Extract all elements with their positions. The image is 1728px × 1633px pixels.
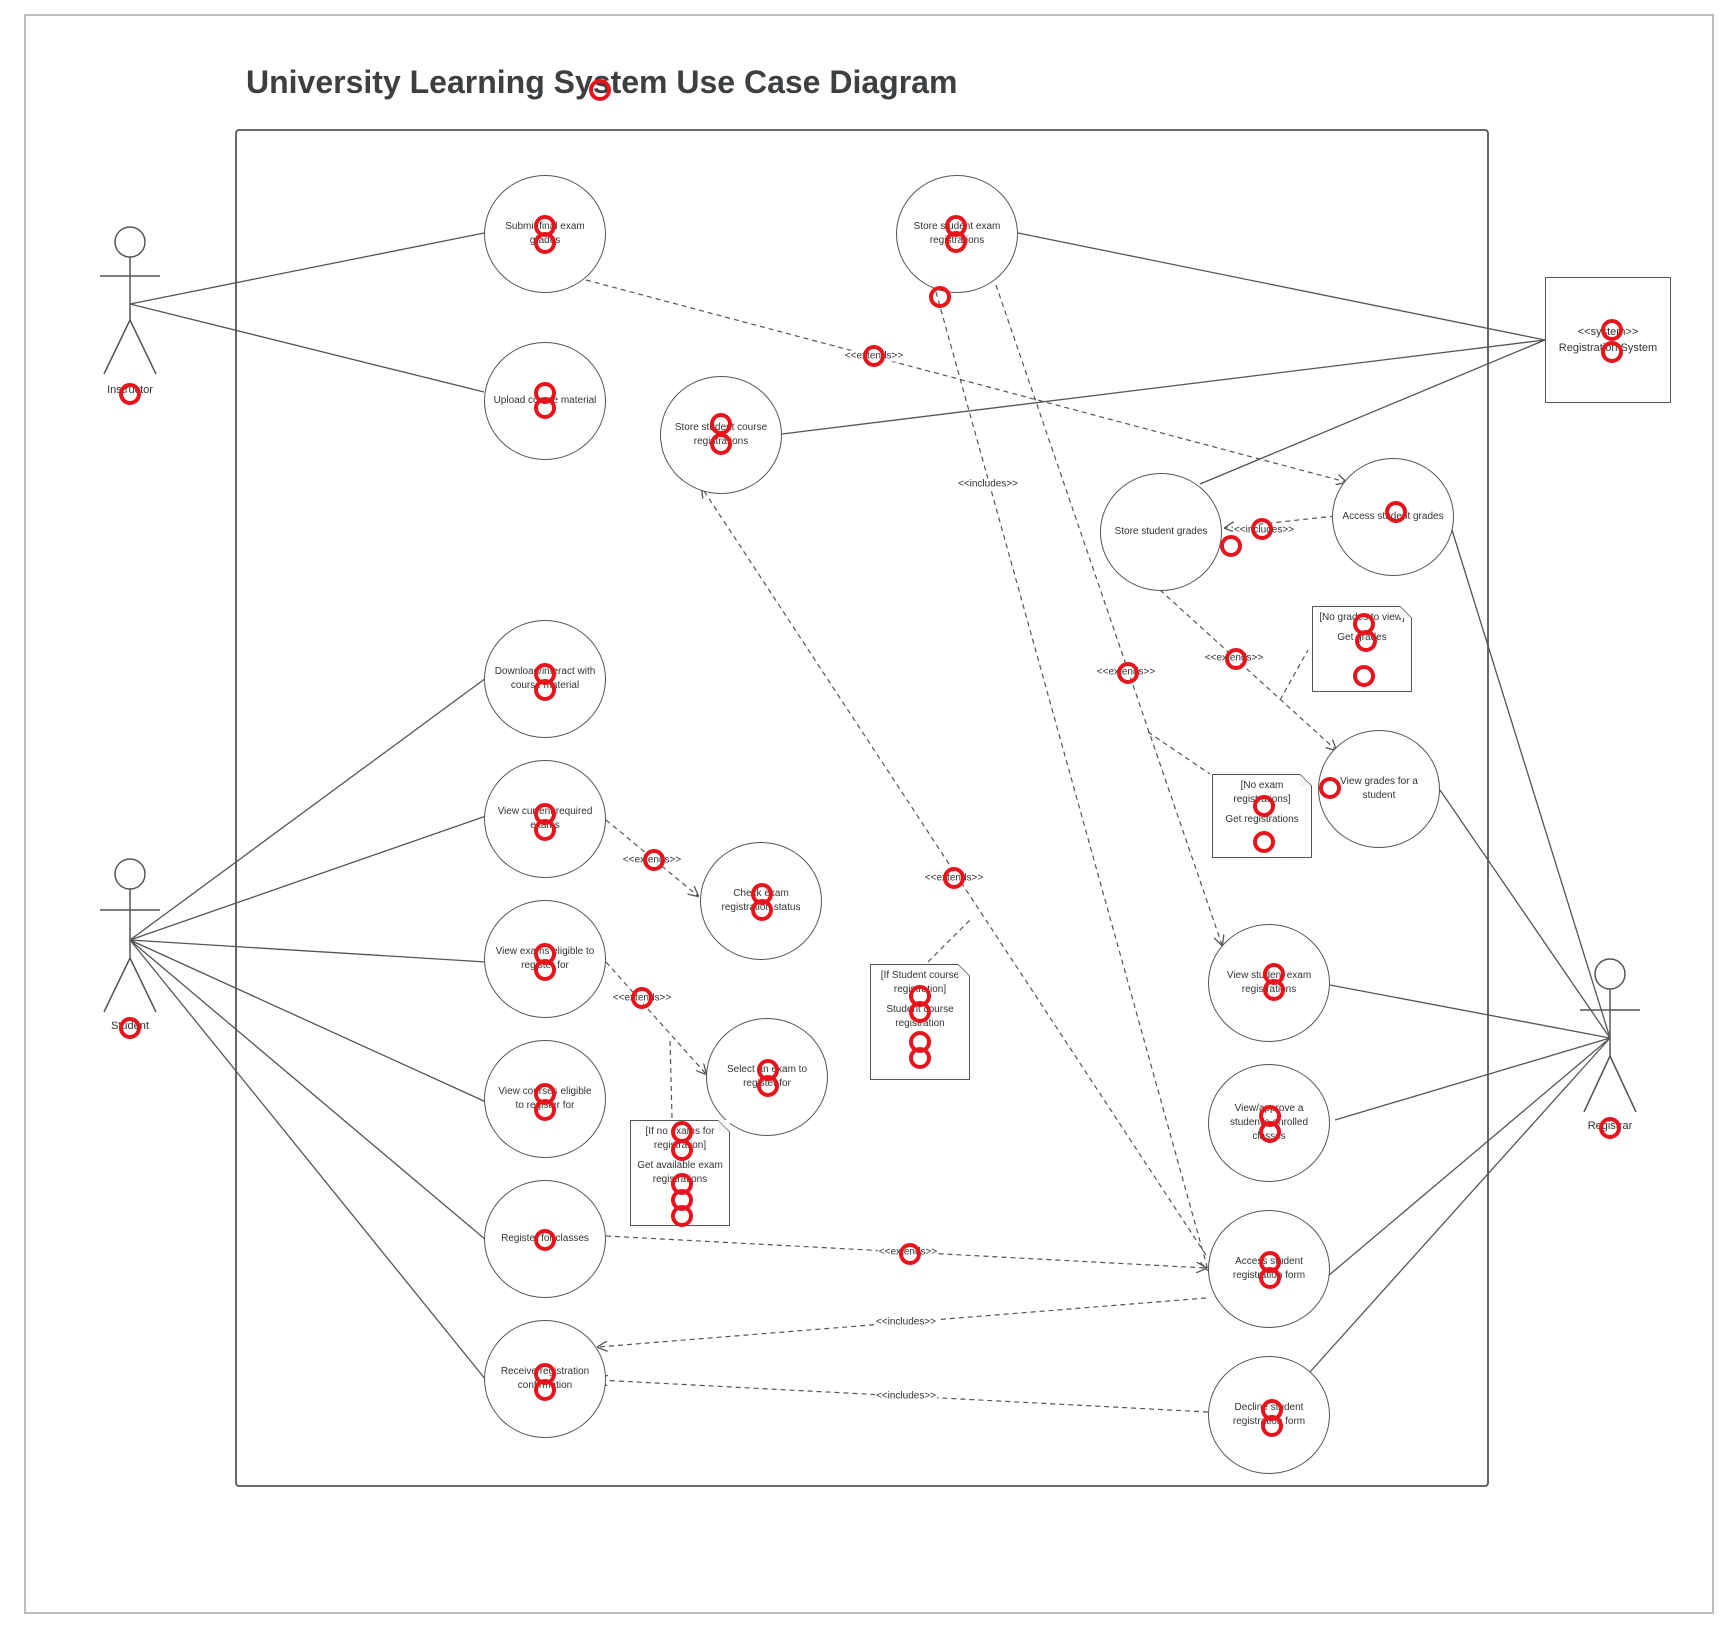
marker-ring: [534, 679, 556, 701]
marker-ring: [929, 286, 951, 308]
marker-ring: [1251, 518, 1273, 540]
note-no-exam-action: Get registrations: [1225, 814, 1299, 825]
marker-ring: [534, 397, 556, 419]
marker-ring: [1259, 1121, 1281, 1143]
marker-ring: [1353, 665, 1375, 687]
associations: [129, 232, 1611, 1381]
marker-ring: [710, 433, 732, 455]
marker-ring: [671, 1139, 693, 1161]
use-case-store-grades[interactable]: Store student grades: [1100, 473, 1222, 591]
marker-ring: [899, 1243, 921, 1265]
marker-ring: [534, 232, 556, 254]
marker-ring: [534, 959, 556, 981]
marker-ring: [945, 231, 967, 253]
student-figure: [100, 858, 160, 1013]
label-includes: <<includes>>: [956, 478, 1020, 490]
diagram-frame: [24, 14, 1714, 1614]
marker-ring: [534, 819, 556, 841]
marker-ring: [671, 1205, 693, 1227]
label-includes: <<includes>>: [874, 1316, 938, 1328]
marker-ring: [1253, 795, 1275, 817]
marker-ring: [1263, 979, 1285, 1001]
marker-ring: [534, 1099, 556, 1121]
marker-ring: [1253, 831, 1275, 853]
marker-ring: [909, 1047, 931, 1069]
marker-ring: [1117, 662, 1139, 684]
marker-ring: [1225, 648, 1247, 670]
marker-ring: [909, 1001, 931, 1023]
marker-ring: [1599, 1117, 1621, 1139]
marker-ring: [643, 849, 665, 871]
marker-ring: [119, 383, 141, 405]
use-case-view-grades[interactable]: View grades for a student: [1318, 730, 1440, 848]
registrar-figure: [1580, 958, 1640, 1113]
marker-ring: [710, 413, 732, 435]
marker-ring: [119, 1017, 141, 1039]
marker-ring: [1259, 1267, 1281, 1289]
marker-ring: [1355, 630, 1377, 652]
marker-ring: [534, 1379, 556, 1401]
system-boundary: [235, 129, 1489, 1487]
marker-ring: [631, 987, 653, 1009]
marker-ring: [757, 1075, 779, 1097]
marker-ring: [1601, 341, 1623, 363]
marker-ring: [1385, 501, 1407, 523]
instructor-figure: [100, 226, 160, 375]
marker-ring: [863, 345, 885, 367]
marker-ring: [1261, 1415, 1283, 1437]
marker-ring: [534, 1229, 556, 1251]
marker-ring: [751, 899, 773, 921]
label-includes: <<includes>>: [874, 1390, 938, 1402]
marker-ring: [943, 867, 965, 889]
marker-ring: [1319, 777, 1341, 799]
marker-ring: [1601, 319, 1623, 341]
note-no-exam[interactable]: [No exam registrations] Get registration…: [1212, 774, 1312, 858]
marker-ring: [589, 79, 611, 101]
marker-ring: [1220, 535, 1242, 557]
